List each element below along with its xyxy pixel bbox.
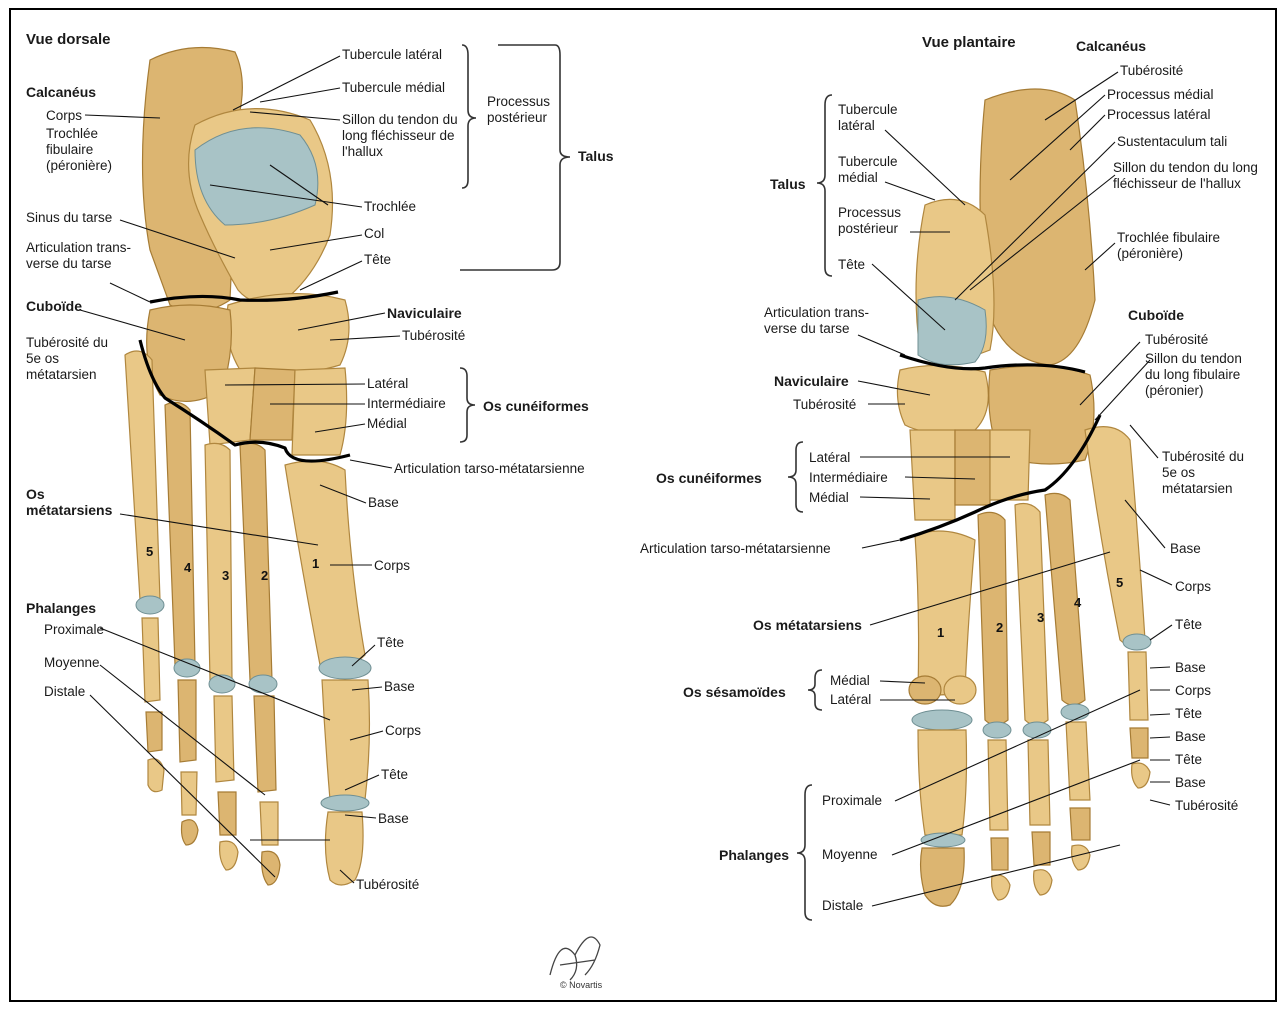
dorsal-trochlee-fibulaire-label: Trochlée fibulaire (péronière) (46, 126, 141, 174)
dorsal-medial-label: Médial (367, 416, 407, 432)
plantar-intermediaire-label: Intermédiaire (809, 470, 888, 486)
dorsal-artic-transverse-label: Articulation trans-verse du tarse (26, 240, 146, 272)
plantar-sustentaculum-label: Sustentaculum tali (1117, 134, 1227, 150)
plantar-tubercule-medial-label: Tubercule médial (838, 154, 918, 186)
plantar-tete-p-label: Tête (1175, 706, 1202, 722)
plantar-processus-posterieur-label: Processus postérieur (838, 205, 918, 237)
plantar-base-p-label: Base (1175, 660, 1206, 676)
plantar-talus-label: Talus (770, 176, 806, 192)
plantar-base-label: Base (1170, 541, 1201, 557)
dorsal-metatarsal-number: 5 (146, 544, 153, 559)
dorsal-proximale-label: Proximale (44, 622, 104, 638)
plantar-corps-p-label: Corps (1175, 683, 1211, 699)
plantar-trochlee-fibulaire-label: Trochlée fibulaire (péronière) (1117, 230, 1247, 262)
dorsal-os-cuneiformes-label: Os cunéiformes (483, 398, 589, 414)
plantar-metatarsal-number: 5 (1116, 575, 1123, 590)
plantar-processus-lateral-label: Processus latéral (1107, 107, 1211, 123)
dorsal-metatarsal-number: 3 (222, 568, 229, 583)
dorsal-tete-label: Tête (364, 252, 391, 268)
dorsal-corps3-label: Corps (385, 723, 421, 739)
signature-credit: © Novartis (560, 980, 602, 990)
dorsal-base3-label: Base (378, 811, 409, 827)
dorsal-cuboide-label: Cuboïde (26, 298, 82, 314)
plantar-tuberosite-label: Tubérosité (1120, 63, 1183, 79)
plantar-ses-medial-label: Médial (830, 673, 870, 689)
dorsal-lateral-label: Latéral (367, 376, 408, 392)
plantar-naviculaire-label: Naviculaire (774, 373, 849, 389)
plantar-tuberosite-cub-label: Tubérosité (1145, 332, 1208, 348)
plantar-distale-label: Distale (822, 898, 863, 914)
plantar-base-d-label: Base (1175, 775, 1206, 791)
plantar-os-metatarsiens-label: Os métatarsiens (753, 617, 862, 633)
dorsal-corps2-label: Corps (374, 558, 410, 574)
dorsal-processus-posterieur-label: Processus postérieur (487, 94, 562, 126)
plantar-tete-label: Tête (838, 257, 865, 273)
plantar-metatarsal-number: 4 (1074, 595, 1081, 610)
dorsal-tubercule-lateral-label: Tubercule latéral (342, 47, 442, 63)
dorsal-talus-label: Talus (578, 148, 614, 164)
plantar-sillon-label: Sillon du tendon du long fléchisseur de … (1113, 160, 1258, 192)
dorsal-base2-label: Base (384, 679, 415, 695)
plantar-tubercule-lateral-label: Tubercule latéral (838, 102, 918, 134)
plantar-artic-transverse-label: Articulation trans-verse du tarse (764, 305, 889, 337)
dorsal-metatarsal-number: 1 (312, 556, 319, 571)
plantar-corps-label: Corps (1175, 579, 1211, 595)
plantar-tete-mt-label: Tête (1175, 617, 1202, 633)
plantar-calcaneus-label: Calcanéus (1076, 38, 1146, 54)
plantar-tete-m-label: Tête (1175, 752, 1202, 768)
dorsal-corps-label: Corps (46, 108, 82, 124)
dorsal-artic-tarso-label: Articulation tarso-métatarsienne (394, 461, 585, 477)
dorsal-tuberosite-label: Tubérosité (402, 328, 465, 344)
plantar-base-m-label: Base (1175, 729, 1206, 745)
dorsal-tete2-label: Tête (377, 635, 404, 651)
dorsal-tete3-label: Tête (381, 767, 408, 783)
plantar-phalanges-label: Phalanges (719, 847, 789, 863)
plantar-ses-lateral-label: Latéral (830, 692, 871, 708)
plantar-tuberosite-d-label: Tubérosité (1175, 798, 1238, 814)
plantar-artic-tarso-label: Articulation tarso-métatarsienne (640, 541, 831, 557)
dorsal-os-metatarsiens-label: Os métatarsiens (26, 486, 126, 518)
plantar-sillon-fibulaire-label: Sillon du tendon du long fibulaire (péro… (1145, 351, 1260, 399)
plantar-metatarsal-number: 3 (1037, 610, 1044, 625)
dorsal-intermediaire-label: Intermédiaire (367, 396, 446, 412)
dorsal-col-label: Col (364, 226, 384, 242)
plantar-medial-label: Médial (809, 490, 849, 506)
plantar-lateral-label: Latéral (809, 450, 850, 466)
dorsal-title: Vue dorsale (26, 32, 110, 48)
dorsal-metatarsal-number: 2 (261, 568, 268, 583)
plantar-metatarsal-number: 2 (996, 620, 1003, 635)
dorsal-base-label: Base (368, 495, 399, 511)
plantar-os-cuneiformes-label: Os cunéiformes (656, 470, 762, 486)
plantar-processus-medial-label: Processus médial (1107, 87, 1214, 103)
dorsal-metatarsal-number: 4 (184, 560, 191, 575)
plantar-metatarsal-number: 1 (937, 625, 944, 640)
dorsal-distale-label: Distale (44, 684, 85, 700)
dorsal-moyenne-label: Moyenne (44, 655, 100, 671)
plantar-os-sesamoides-label: Os sésamoïdes (683, 684, 786, 700)
plantar-moyenne-label: Moyenne (822, 847, 878, 863)
plantar-tuberosite-5-label: Tubérosité du 5e os métatarsien (1162, 449, 1252, 497)
plantar-proximale-label: Proximale (822, 793, 882, 809)
plantar-title: Vue plantaire (922, 35, 1016, 51)
dorsal-naviculaire-label: Naviculaire (387, 305, 462, 321)
dorsal-trochlee-label: Trochlée (364, 199, 416, 215)
dorsal-calcaneus-label: Calcanéus (26, 84, 96, 100)
plantar-cuboide-label: Cuboïde (1128, 307, 1184, 323)
dorsal-tuberosite-5-label: Tubérosité du 5e os métatarsien (26, 335, 118, 383)
dorsal-tuberosite-end-label: Tubérosité (356, 877, 419, 893)
dorsal-phalanges-label: Phalanges (26, 600, 96, 616)
dorsal-tubercule-medial-label: Tubercule médial (342, 80, 445, 96)
dorsal-sillon-label: Sillon du tendon du long fléchisseur de … (342, 112, 462, 160)
plantar-tuberosite-nav-label: Tubérosité (793, 397, 856, 413)
dorsal-sinus-tarse-label: Sinus du tarse (26, 210, 112, 226)
